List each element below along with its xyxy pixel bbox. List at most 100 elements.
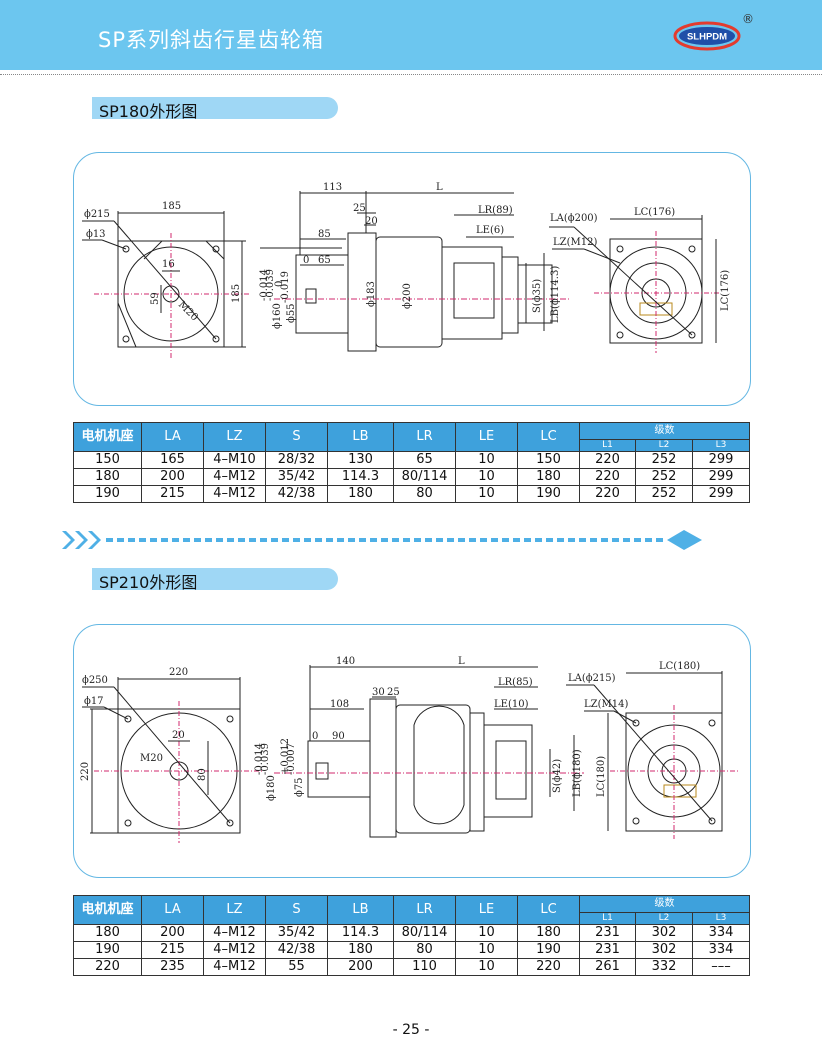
- table-cell: 180: [327, 485, 394, 503]
- spec-table-sp180: 电机机座 LA LZ S LB LR LE LC 级数 L1 L2 L3 150…: [73, 422, 750, 503]
- table-cell: 10: [455, 924, 518, 942]
- header-divider: [0, 74, 822, 75]
- side-shaft-housing: [307, 740, 371, 798]
- dim-LE: LE(10): [494, 699, 529, 710]
- table-cell: 302: [635, 941, 693, 959]
- dim-flange-tol-lower: -0.039: [260, 743, 271, 775]
- header-l1: L1: [579, 439, 636, 452]
- table-cell: 215: [141, 485, 204, 503]
- dim-d183: ϕ183: [366, 281, 377, 307]
- table-cell: 80/114: [393, 924, 456, 942]
- table-cell: 261: [579, 958, 636, 976]
- dim-LC: LC(180): [659, 661, 700, 672]
- dim-shaft-tol-upper: 0: [274, 281, 285, 287]
- table-cell: 130: [327, 451, 394, 469]
- header-s: S: [265, 422, 328, 452]
- table-cell: 220: [579, 451, 636, 469]
- header-lz: LZ: [203, 422, 266, 452]
- dim-S: S(ϕ35): [532, 279, 543, 313]
- table-cell: 4–M12: [203, 924, 266, 942]
- header-la: LA: [141, 422, 204, 452]
- dim-LA: LA(ϕ215): [568, 673, 616, 684]
- table-cell: 252: [635, 485, 693, 503]
- dim-LR: LR(85): [498, 677, 533, 688]
- technical-drawing-sp210: ϕ250 ϕ17 220 220 20 80 M20 140 L 30 25 1…: [80, 656, 738, 843]
- dim-LB: LB(ϕ114.3): [550, 266, 561, 323]
- header-lz: LZ: [203, 895, 266, 925]
- table-cell: 80: [393, 485, 456, 503]
- header-le: LE: [455, 895, 518, 925]
- dim-S: S(ϕ42): [552, 759, 563, 793]
- table-cell: 334: [692, 924, 750, 942]
- dim-len-25: 25: [387, 687, 400, 698]
- table-cell: 65: [393, 451, 456, 469]
- table-cell: 10: [455, 451, 518, 469]
- dim-flange-tol-lower: -0.039: [265, 269, 276, 301]
- table-cell: 55: [265, 958, 328, 976]
- side-output-housing: [441, 246, 503, 340]
- dim-len-L: L: [458, 656, 465, 667]
- dim-LA: LA(ϕ200): [550, 213, 598, 224]
- header-la: LA: [141, 895, 204, 925]
- table-cell: 180: [73, 924, 142, 942]
- dim-LE: LE(6): [476, 225, 504, 236]
- dim-key-width: 16: [162, 259, 175, 270]
- table-cell: 200: [141, 924, 204, 942]
- side-body: [395, 704, 471, 834]
- section-title: SP210外形图: [99, 573, 198, 592]
- table-cell: 150: [73, 451, 142, 469]
- header-lb: LB: [327, 422, 394, 452]
- table-cell: 200: [327, 958, 394, 976]
- page-header: SP系列斜齿行星齿轮箱 SLHPDM ®: [0, 0, 822, 70]
- dim-width: 185: [162, 201, 181, 212]
- dim-thread: M20: [176, 299, 200, 323]
- header-lr: LR: [393, 422, 456, 452]
- dim-LC: LC(176): [634, 207, 675, 218]
- table-cell: 35/42: [265, 468, 328, 486]
- side-flange: [369, 698, 397, 838]
- table-cell: 231: [579, 924, 636, 942]
- page-title: SP系列斜齿行星齿轮箱: [98, 28, 324, 52]
- table-cell: 35/42: [265, 924, 328, 942]
- table-cell: –––: [692, 958, 750, 976]
- spec-table-sp210: 电机机座 LA LZ S LB LR LE LC 级数 L1 L2 L3 180…: [73, 895, 750, 976]
- table-cell: 190: [517, 941, 580, 959]
- header-s: S: [265, 895, 328, 925]
- dim-outer-diameter: ϕ250: [82, 675, 108, 686]
- side-shaft-housing: [295, 254, 349, 334]
- table-cell: 252: [635, 451, 693, 469]
- table-cell: 4–M12: [203, 941, 266, 959]
- drawing-panel-sp180: ϕ215 ϕ13 185 185 16 59 M20 113 L 25 20 8…: [73, 152, 751, 406]
- header-le: LE: [455, 422, 518, 452]
- dim-len-90: 90: [332, 731, 345, 742]
- table-cell: 220: [579, 485, 636, 503]
- table-cell: 220: [517, 958, 580, 976]
- table-cell: 190: [73, 485, 142, 503]
- chevron-icon: [75, 531, 88, 549]
- dim-d200: ϕ200: [402, 283, 413, 309]
- dim-LB: LB(ϕ180): [572, 749, 583, 797]
- dim-height: 185: [231, 284, 242, 303]
- dim-shaft-tol-lower: -0.007: [286, 743, 297, 775]
- page-number: - 25 -: [392, 1022, 430, 1038]
- dim-hole-diameter: ϕ13: [86, 229, 106, 240]
- table-cell: 80: [393, 941, 456, 959]
- dim-key-height: 80: [197, 768, 208, 781]
- header-l3: L3: [692, 912, 750, 925]
- dim-height: 220: [80, 762, 91, 781]
- table-cell: 220: [579, 468, 636, 486]
- table-cell: 10: [455, 485, 518, 503]
- table-cell: 80/114: [393, 468, 456, 486]
- dim-outer-diameter: ϕ215: [84, 209, 110, 220]
- dim-key-width: 20: [172, 730, 185, 741]
- section-tab-sp180: SP180外形图: [92, 97, 338, 121]
- table-cell: 231: [579, 941, 636, 959]
- section-divider: [62, 530, 702, 550]
- chevron-icon: [88, 531, 101, 549]
- header-lc: LC: [517, 895, 580, 925]
- dim-shaft-diameter: ϕ75: [294, 777, 305, 797]
- table-cell: 332: [635, 958, 693, 976]
- header-lb: LB: [327, 895, 394, 925]
- section-title: SP180外形图: [99, 102, 198, 121]
- dim-len-30: 30: [372, 687, 385, 698]
